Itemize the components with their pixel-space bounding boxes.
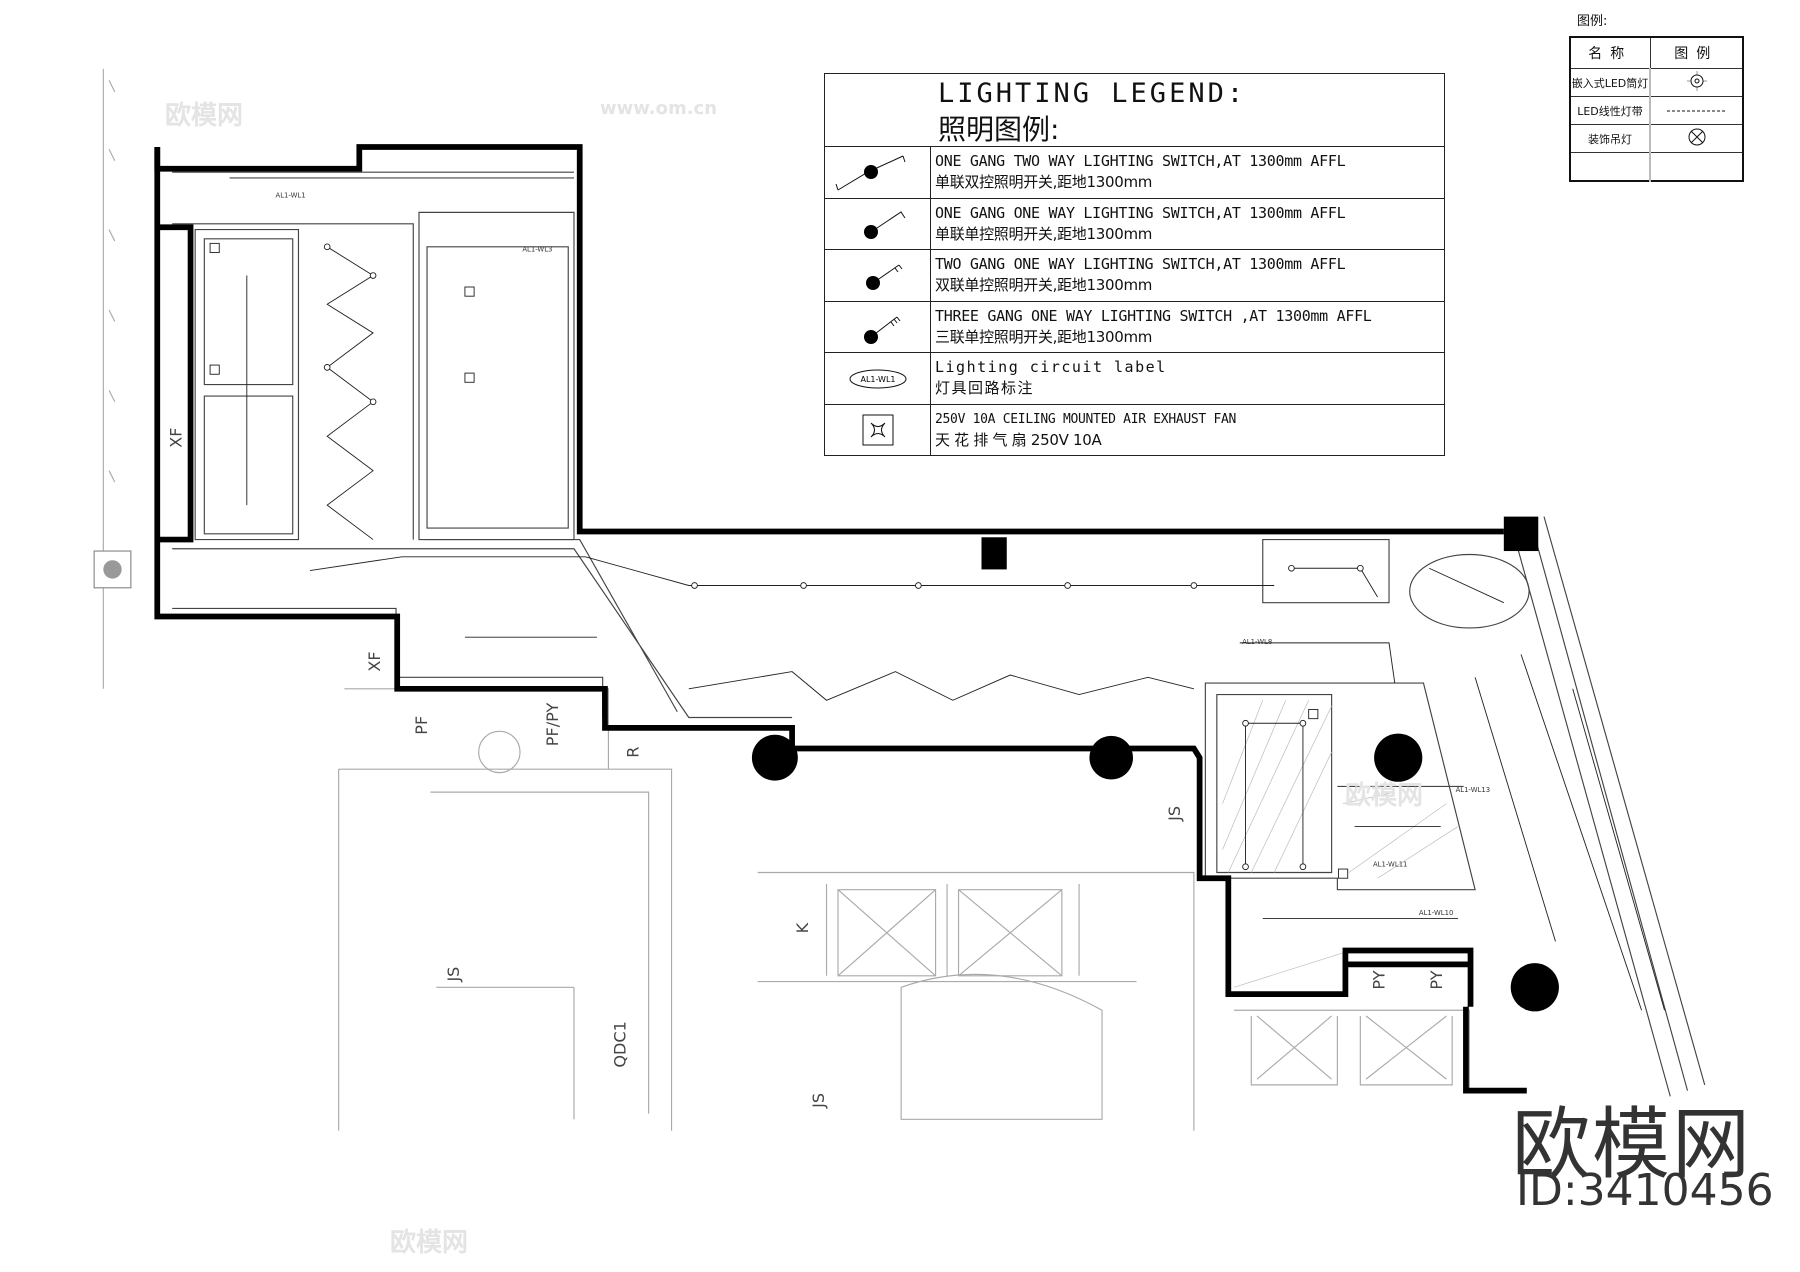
downlight-markers [323,243,1364,871]
table-header: 图例 [1649,36,1744,69]
watermark-faint: 欧模网 [1345,781,1424,811]
legend-text-zh: 双联单控照明开关,距地1300mm [935,276,1153,295]
circuit-label-symbol-text: AL1-WL1 [860,375,895,384]
legend-title: LIGHTING LEGEND: 照明图例: [825,74,1444,147]
legend-row: 250V 10A CEILING MOUNTED AIR EXHAUST FAN… [825,404,1444,456]
circuit-label: AL1-WL11 [1373,861,1407,869]
room-label-pf: PF [412,716,431,735]
symbol-table: 名称图例 嵌入式LED筒灯 LED线性灯带 装饰吊灯 [1569,36,1744,182]
room-label-xf: XF [166,427,185,447]
circuit-label-icon: AL1-WL1 [849,369,906,389]
watermark-faint: www.om.cn [600,98,718,119]
two-gang-one-way-switch-icon [865,264,902,291]
table-header: 名称 [1569,36,1651,69]
circuit-label: AL1-WL1 [276,191,306,199]
legend-text-en: THREE GANG ONE WAY LIGHTING SWITCH ,AT 1… [935,306,1372,325]
legend-text-zh: 单联单控照明开关,距地1300mm [935,224,1153,243]
table-row: LED线性灯带 [1569,96,1744,125]
room-label-js: JS [1165,806,1184,822]
legend-text-zh: 天 花 排 气 扇 250V 10A [935,431,1102,450]
one-gang-two-way-switch-icon [835,155,905,191]
grid-bubble [93,550,132,589]
linear-strip-dashed-icon [1666,110,1727,112]
legend-text-zh: 单联双控照明开关,距地1300mm [935,173,1153,192]
table-row [1569,152,1744,182]
room-label-r: R [623,747,642,758]
exhaust-fan-icon [862,414,893,446]
room-label-py: PY [1427,970,1446,989]
legend-row: THREE GANG ONE WAY LIGHTING SWITCH ,AT 1… [825,301,1444,353]
legend-text-en: ONE GANG ONE WAY LIGHTING SWITCH,AT 1300… [935,203,1346,222]
legend-title-en: LIGHTING LEGEND: [938,78,1247,109]
symbol-name [1569,152,1651,182]
legend-text-en: Lighting circuit label [935,358,1167,377]
pendant-lamp-icon [1688,128,1705,146]
walls [154,144,1527,1094]
hatched-areas [1222,700,1459,988]
legend-row: TWO GANG ONE WAY LIGHTING SWITCH,AT 1300… [825,250,1444,302]
circuit-label: AL1-WL10 [1419,909,1453,917]
circuit-label: AL1-WL3 [522,245,552,253]
watermark-faint: 欧模网 [390,1228,469,1258]
watermark-id: ID:3410456 [1516,1165,1774,1216]
legend-row: ONE GANG TWO WAY LIGHTING SWITCH,AT 1300… [825,147,1444,199]
symbol-name: 装饰吊灯 [1569,124,1651,153]
symbol-name: 嵌入式LED筒灯 [1569,68,1651,97]
columns [751,516,1559,1012]
room-label-js: JS [809,1093,828,1109]
circuit-label: AL1-WL8 [1242,638,1272,646]
legend-row: AL1-WL1 Lighting circuit label 灯具回路标注 [825,353,1444,405]
legend-row: ONE GANG ONE WAY LIGHTING SWITCH,AT 1300… [825,198,1444,250]
watermark-faint: 欧模网 [165,101,244,131]
legend-text-en: ONE GANG TWO WAY LIGHTING SWITCH,AT 1300… [935,152,1346,171]
room-label-qdc1: QDC1 [611,1021,630,1067]
three-gang-one-way-switch-icon [863,316,900,344]
room-label-xf: XF [365,651,384,671]
room-label-js: JS [444,967,463,983]
symbol-table-label: 图例: [1577,14,1608,29]
watermark-brand: 欧模网 [1512,1100,1753,1190]
legend-title-zh: 照明图例: [938,113,1060,146]
lighting-legend: LIGHTING LEGEND: 照明图例: ONE GANG TWO WAY … [824,73,1445,456]
plan-text: XF XF PF PF/PY R JS JS JS K QDC1 PY PY A… [166,191,1490,1108]
legend-text-en: TWO GANG ONE WAY LIGHTING SWITCH,AT 1300… [935,255,1346,274]
circuit-label: AL1-WL13 [1456,786,1490,794]
symbol-name: LED线性灯带 [1569,96,1651,125]
table-row: 装饰吊灯 [1569,124,1744,153]
room-label-pf-py: PF/PY [543,703,562,747]
legend-text-zh: 灯具回路标注 [935,379,1035,398]
exhaust-fans [209,242,1349,879]
room-label-py: PY [1369,970,1388,989]
table-row: 嵌入式LED筒灯 [1569,68,1744,97]
background-building-lines [102,68,1470,1131]
lighting-circuits [246,246,1665,1011]
recessed-downlight-icon [1686,71,1707,91]
room-label-k: K [793,922,812,933]
legend-text-zh: 三联单控照明开关,距地1300mm [935,327,1153,346]
one-gang-one-way-switch-icon [863,211,905,239]
legend-text-en: 250V 10A CEILING MOUNTED AIR EXHAUST FAN [935,412,1237,428]
